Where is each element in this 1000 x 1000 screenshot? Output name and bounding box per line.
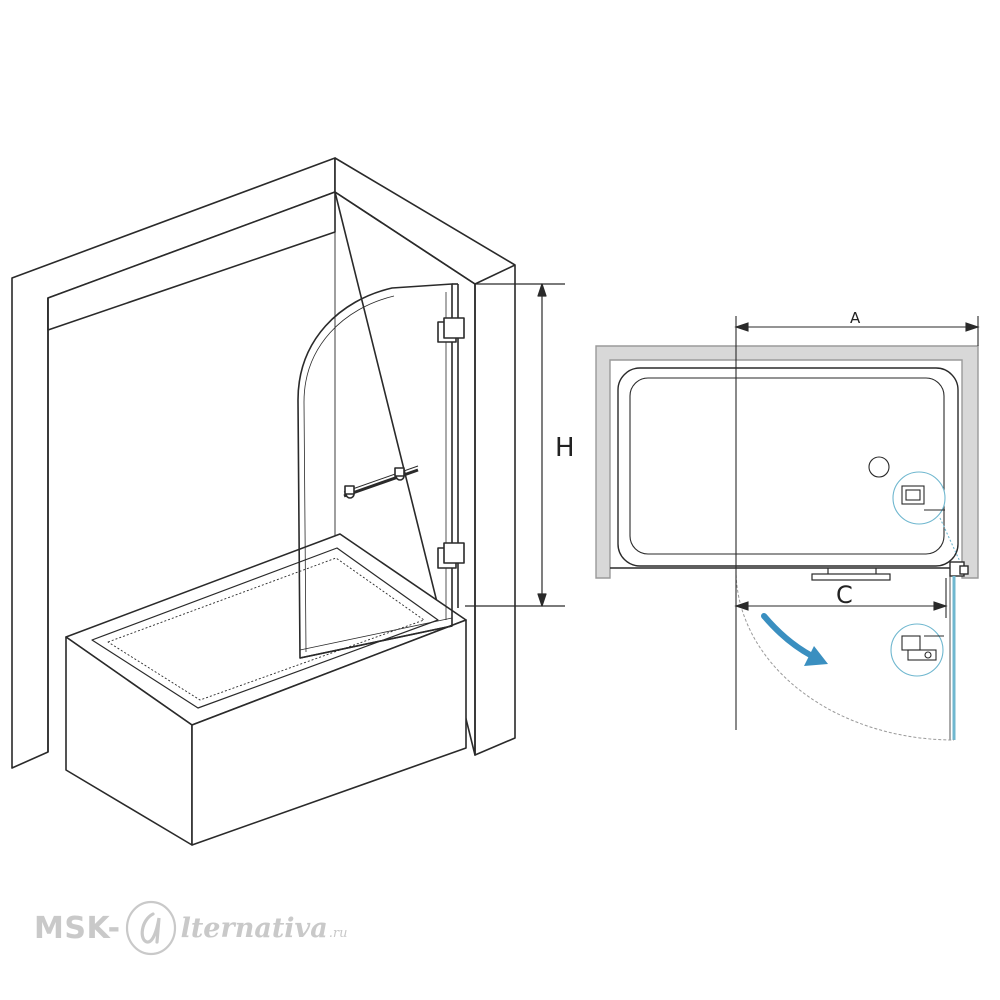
width-dimension — [734, 316, 980, 730]
swing-direction-arrow — [761, 613, 828, 666]
hinge-detail-lower — [890, 623, 944, 677]
watermark-left-text: MSK- — [34, 910, 121, 946]
isometric-view — [11, 157, 565, 846]
door-width-label: C — [836, 581, 853, 609]
watermark-suffix: .ru — [328, 925, 348, 941]
tub-inner-basin — [629, 377, 945, 555]
bathtub — [65, 533, 467, 846]
drain-icon — [868, 456, 890, 478]
watermark: MSK- lternativa .ru — [34, 898, 347, 958]
glass-door-panel — [297, 283, 465, 659]
height-dimension — [465, 283, 565, 607]
tub-outer-rim — [617, 367, 959, 567]
swing-arc — [735, 569, 955, 741]
width-label: A — [850, 309, 861, 327]
watermark-at-logo-icon — [125, 900, 176, 956]
wall-outline — [595, 345, 979, 579]
towel-bar-plan — [811, 568, 891, 581]
towel-bar — [343, 465, 419, 499]
hinge-detail-upper — [892, 471, 963, 567]
door-width-dimension — [734, 578, 948, 618]
top-view — [595, 316, 980, 741]
height-label: H — [555, 433, 575, 463]
watermark-right-text: lternativa — [180, 912, 328, 944]
